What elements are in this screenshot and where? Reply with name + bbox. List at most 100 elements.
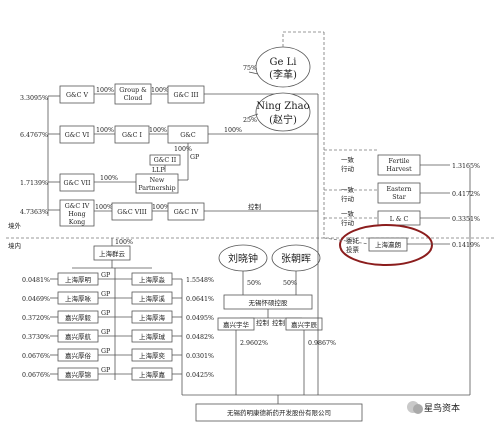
label-jiaxing-houlu: 嘉兴厚航 xyxy=(65,332,92,341)
gp-5: GP xyxy=(101,348,111,355)
concert-label-3a: 一致 xyxy=(341,209,355,218)
pct-liu-share: 50% xyxy=(247,280,261,287)
label-jiaxing-yuchen: 嘉兴宇辰 xyxy=(291,320,318,329)
label-zhang-chaohui: 张朝晖 xyxy=(281,253,311,265)
pct-100: 100% xyxy=(96,127,114,134)
box-gc-vii xyxy=(59,173,95,192)
pct-d-row1: 0.0481% xyxy=(22,277,50,284)
watermark-text: 星鸟资本 xyxy=(424,402,460,414)
label-lc: L & C xyxy=(390,216,409,223)
concert-label-3b: 行动 xyxy=(341,218,355,227)
pct-d-row6: 0.0676% xyxy=(22,372,50,379)
link xyxy=(248,71,259,75)
label-gc-i: G&C I xyxy=(122,132,142,139)
pct-r-row5: 0.0301% xyxy=(186,353,214,360)
pct-100: 100% xyxy=(151,87,169,94)
label-ge-li: Ge Li xyxy=(270,57,297,68)
label-ning-zhao: Ning Zhao xyxy=(256,101,309,112)
overseas-label: 境外 xyxy=(8,221,22,230)
pct-r-row6: 0.0425% xyxy=(186,372,214,379)
gp-4: GP xyxy=(101,329,111,336)
pct-yuhua: 2.9602% xyxy=(240,340,268,347)
label-fertile-1: Fertile xyxy=(388,158,409,165)
label-gc-vi: G&C VI xyxy=(65,132,90,139)
box-gc-iv-hk xyxy=(59,199,95,227)
pct-d-row2: 0.0469% xyxy=(22,296,50,303)
pct-r-row3: 0.0495% xyxy=(186,315,214,322)
pct-d-row5: 0.0676% xyxy=(22,353,50,360)
gp-label: GP xyxy=(190,154,200,161)
concert-label-1a: 一致 xyxy=(341,155,355,164)
label-shanghai-houyan: 上海厚奕 xyxy=(139,351,166,360)
watermark: 星鸟资本 xyxy=(407,401,460,414)
pct-d-row3: 0.3720% xyxy=(22,315,50,322)
dashed-link xyxy=(323,237,370,245)
pct-gc-vii: 1.7139% xyxy=(20,180,48,187)
domestic-label: 境内 xyxy=(8,241,21,250)
entrust-label-1: 委托 xyxy=(346,236,360,245)
left-partnership-column: 上海厚明 上海厚咏 嘉兴厚毅 嘉兴厚航 嘉兴厚俗 嘉兴厚锦 xyxy=(57,272,99,381)
pct-100: 100% xyxy=(152,204,170,211)
link xyxy=(248,113,259,118)
pct-r-row2: 0.0641% xyxy=(186,296,214,303)
control-label: 控制 xyxy=(248,202,262,211)
pct-gc-v: 3.3095% xyxy=(20,95,48,102)
label-gc-viii: G&C VIII xyxy=(117,209,147,216)
label-target-company: 无锡药明康德新药开发股份有限公司 xyxy=(227,408,331,417)
label-gc-v: G&C V xyxy=(66,92,88,99)
pct-100: 100% xyxy=(96,87,114,94)
pct-gc-vi: 6.4767% xyxy=(20,132,48,139)
label-shanghai-houjia: 上海厚嘉 xyxy=(139,370,166,379)
label-gc: G&C xyxy=(180,132,196,139)
pct-100: 100% xyxy=(224,127,242,134)
pct-100: 100% xyxy=(174,146,192,153)
label-shanghai-houluo: 上海厚淼 xyxy=(139,275,166,284)
label-shanghai-houchang: 上海厚咏 xyxy=(65,294,92,303)
gp-2: GP xyxy=(101,291,111,298)
pct-r-row1: 1.5548% xyxy=(186,277,214,284)
pct-r-row4: 0.0482% xyxy=(186,334,214,341)
label-gc-iv: G&C IV xyxy=(174,209,199,216)
label-jiaxing-yuhua: 嘉兴宇华 xyxy=(223,320,250,329)
pct-eastern: 0.4172% xyxy=(452,191,480,198)
pct-100: 100% xyxy=(115,239,133,246)
label-gc-ii: G&C II xyxy=(154,157,177,164)
pct-ning-zhao-share: 25% xyxy=(243,117,257,124)
box-gc-vi xyxy=(59,125,95,144)
label-eastern-2: Star xyxy=(392,194,407,201)
label-group-cloud-1: Group & xyxy=(119,87,147,94)
box-new-partnership xyxy=(135,173,179,194)
label-jiaxing-houshi: 嘉兴厚俗 xyxy=(65,351,92,360)
concert-label-2b: 行动 xyxy=(341,194,355,203)
label-shanghai-houxi: 上海厚溪 xyxy=(139,294,166,303)
label-ning-zhao-cn: (赵宁) xyxy=(269,113,297,126)
label-new-partnership-1: New xyxy=(150,177,165,184)
gp-3: GP xyxy=(101,310,111,317)
control-label-2: 控制 xyxy=(256,318,270,327)
box-gc-viii xyxy=(111,202,153,221)
label-jiaxing-housu: 嘉兴厚毅 xyxy=(65,313,92,322)
pct-d-row4: 0.3730% xyxy=(22,334,50,341)
pct-100: 100% xyxy=(149,127,167,134)
pct-100: 100% xyxy=(100,175,118,182)
highlight-circle xyxy=(339,224,433,266)
label-gc-iii: G&C III xyxy=(174,92,199,99)
label-jiaxing-houyu: 嘉兴厚锦 xyxy=(65,370,92,379)
label-llp: LLP xyxy=(152,167,165,174)
pct-yuchen: 0.9867% xyxy=(308,340,336,347)
pct-yinglang: 0.1419% xyxy=(452,242,480,249)
label-eastern-1: Eastern xyxy=(387,186,412,193)
gp-1: GP xyxy=(101,272,111,279)
label-shanghai-qunyun: 上海群云 xyxy=(99,249,126,258)
concert-label-2a: 一致 xyxy=(341,185,355,194)
right-domestic-percentages: 1.5548% 0.0641% 0.0495% 0.0482% 0.0301% … xyxy=(172,277,214,395)
label-gc-vii: G&C VII xyxy=(64,180,91,187)
box-gc-v xyxy=(59,85,95,104)
label-liu-xiaozhong: 刘晓钟 xyxy=(228,252,258,265)
left-domestic-percentages: 0.0481% 0.0469% 0.3720% 0.3730% 0.0676% … xyxy=(22,277,58,379)
label-wuxi-holding: 无锡怀硕控股 xyxy=(249,298,289,307)
box-gc-iii xyxy=(167,85,205,104)
right-partnership-column: 上海厚淼 上海厚溪 上海厚海 上海厚珹 上海厚奕 上海厚嘉 xyxy=(131,272,173,381)
label-shanghai-houhai: 上海厚海 xyxy=(139,313,166,322)
